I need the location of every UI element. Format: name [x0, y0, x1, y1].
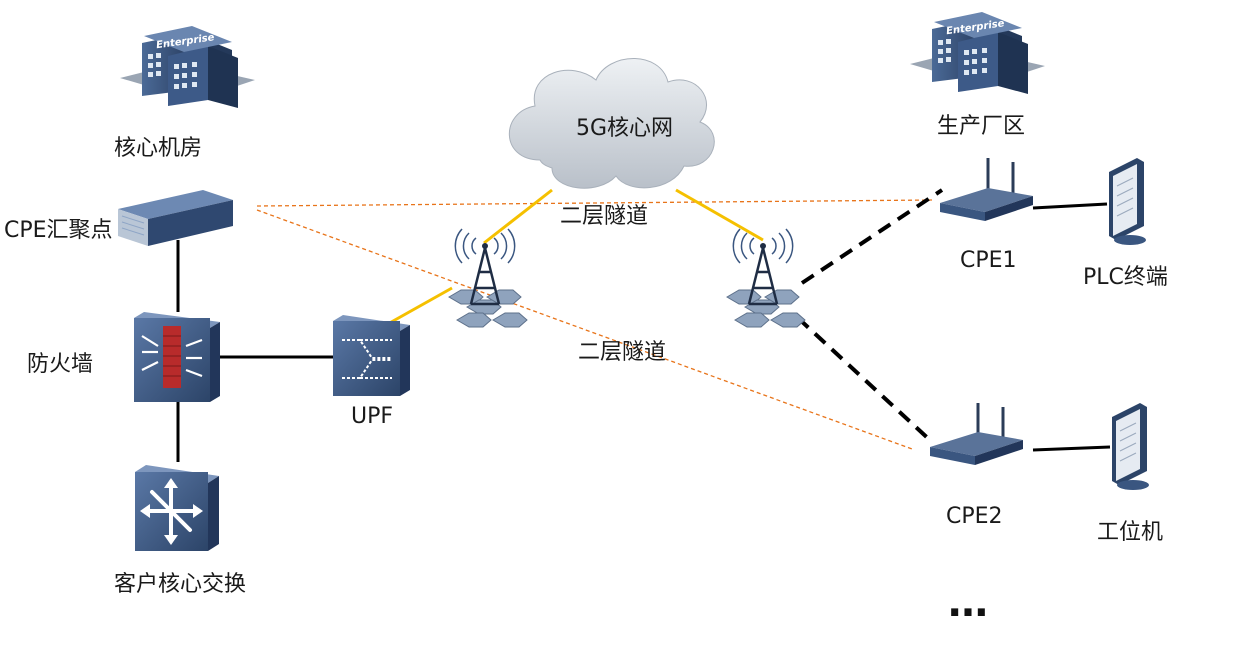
more-devices-ellipsis: …	[948, 580, 994, 626]
customer-core-switch-icon	[135, 465, 219, 551]
base-station-left-icon	[448, 228, 528, 328]
cpe2-router-icon	[930, 403, 1023, 465]
plc-terminal-icon	[1109, 158, 1146, 245]
link-cpe2-workstation	[1032, 445, 1111, 452]
label-customer-core-switch: 客户核心交换	[114, 572, 247, 597]
firewall-icon	[134, 312, 220, 402]
connections	[176, 188, 1111, 462]
link-core-tower-left	[483, 188, 553, 245]
cpe-aggregation-device-icon	[118, 190, 233, 246]
label-l2-tunnel-middle: 二层隧道	[578, 340, 667, 365]
link-core-tower-right	[675, 188, 764, 242]
link-tower-cpe1	[800, 188, 944, 285]
label-5g-core-network: 5G核心网	[576, 116, 674, 141]
label-cpe2: CPE2	[946, 504, 1003, 529]
workstation-icon	[1112, 403, 1149, 490]
l2-tunnel-line-top	[256, 199, 933, 207]
label-cpe1: CPE1	[960, 248, 1017, 273]
label-firewall: 防火墙	[27, 352, 94, 377]
cpe1-router-icon	[940, 158, 1033, 221]
label-core-room: 核心机房	[114, 136, 203, 161]
link-cpe1-plc	[1032, 202, 1108, 210]
label-production-area: 生产厂区	[937, 114, 1026, 139]
enterprise-building-right-icon: Enterprise	[910, 12, 1045, 94]
label-upf: UPF	[351, 404, 394, 429]
base-station-right-icon	[726, 228, 806, 328]
link-tower-cpe2	[796, 316, 934, 444]
5g-core-cloud-icon	[508, 58, 715, 189]
link-upf-tower	[385, 286, 453, 327]
upf-device-icon	[333, 315, 410, 396]
label-l2-tunnel-top: 二层隧道	[560, 204, 649, 229]
label-workstation: 工位机	[1097, 520, 1164, 545]
label-plc-terminal: PLC终端	[1083, 265, 1168, 290]
l2-tunnel-line-bottom	[256, 209, 913, 450]
label-cpe-aggregation: CPE汇聚点	[4, 218, 113, 243]
enterprise-building-left-icon: Enterprise	[120, 26, 255, 108]
